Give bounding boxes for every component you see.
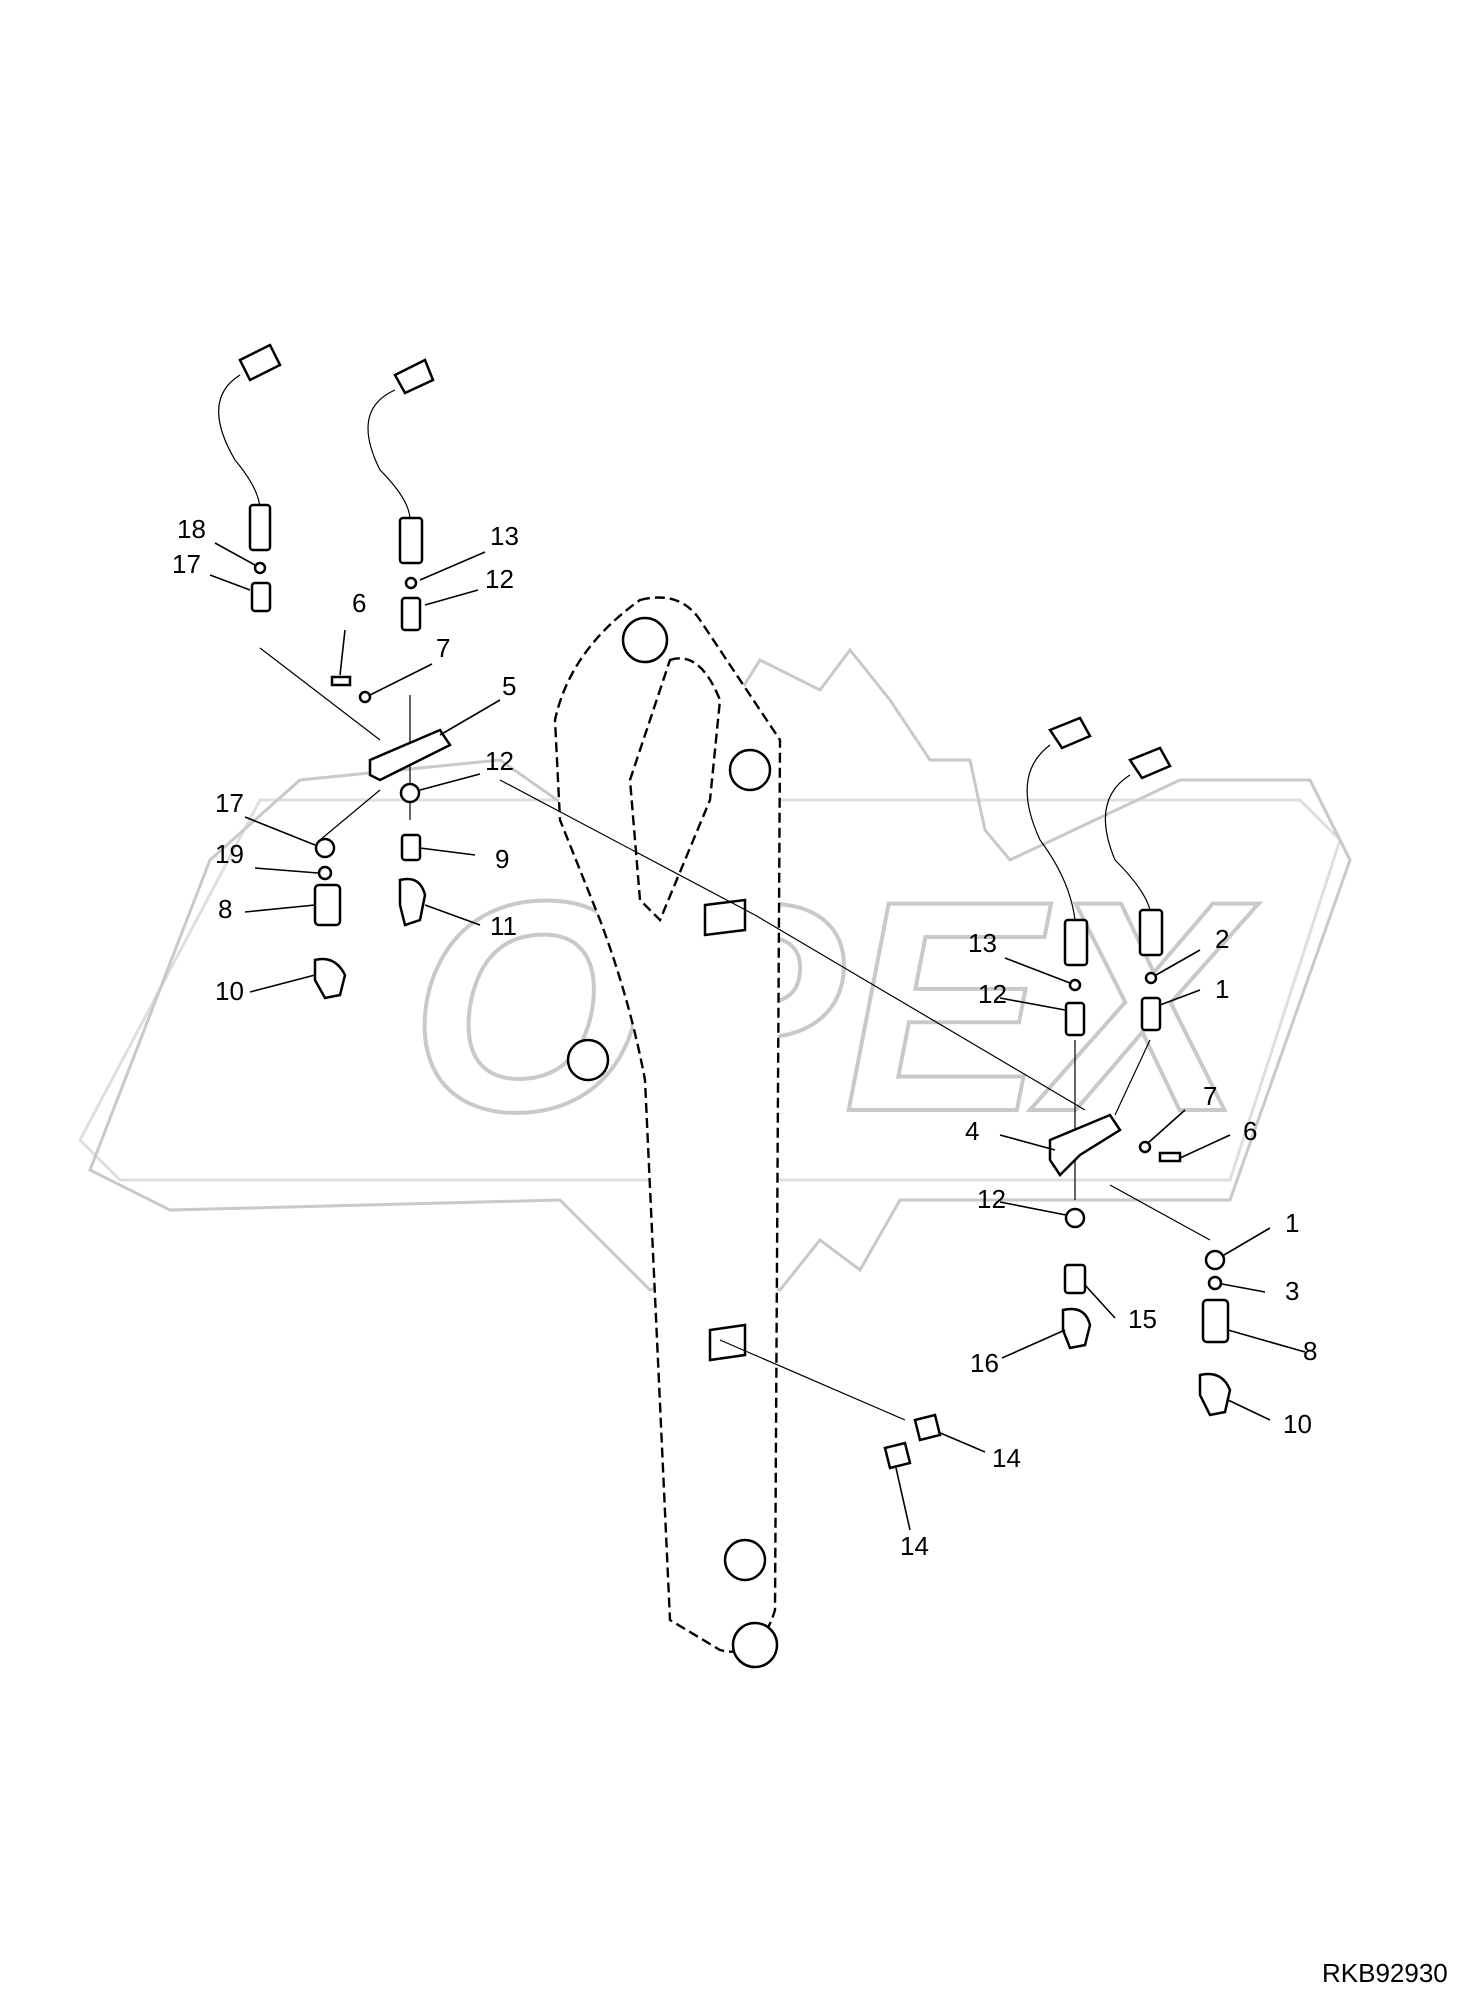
bolt-6-right bbox=[1158, 1151, 1182, 1163]
callout-7: 7 bbox=[1203, 1081, 1217, 1111]
adapter-1-upper bbox=[1140, 996, 1162, 1032]
boom-pin-middle bbox=[566, 1038, 610, 1082]
o-ring-2 bbox=[1144, 971, 1158, 985]
callout-5: 5 bbox=[502, 671, 516, 701]
nut-12-right bbox=[1064, 1207, 1086, 1229]
right-sensor-group bbox=[883, 716, 1232, 1470]
boom-pin-lower bbox=[723, 1538, 767, 1582]
callout-12: 12 bbox=[485, 746, 514, 776]
boom-pin-upper bbox=[728, 748, 772, 792]
bracket-4 bbox=[1048, 1113, 1122, 1177]
sensor-plug-left-1 bbox=[238, 343, 282, 382]
callout-1: 1 bbox=[1215, 974, 1229, 1004]
plug-14-lower bbox=[883, 1441, 912, 1470]
callout-12: 12 bbox=[978, 979, 1007, 1009]
callout-15: 15 bbox=[1128, 1304, 1157, 1334]
left-sensor-group bbox=[218, 343, 452, 1000]
pressure-sensor-2 bbox=[1138, 908, 1164, 957]
adapter-9 bbox=[400, 833, 422, 862]
callout-6: 6 bbox=[1243, 1116, 1257, 1146]
coupler-8-right bbox=[1201, 1298, 1230, 1344]
cap-10-left bbox=[313, 957, 347, 1000]
drawing-code: RKB92930 bbox=[1322, 1958, 1448, 1988]
callout-14: 14 bbox=[992, 1443, 1021, 1473]
callout-8: 8 bbox=[218, 894, 232, 924]
sensor-cable-right-1 bbox=[1026, 744, 1076, 921]
adapter-17-upper bbox=[250, 581, 272, 613]
callout-13: 13 bbox=[490, 521, 519, 551]
watermark-logo: OPEX bbox=[78, 647, 1352, 1292]
callout-1: 1 bbox=[1285, 1208, 1299, 1238]
boom-arm bbox=[553, 596, 782, 1669]
sensor-plug-left-2 bbox=[393, 358, 435, 395]
boom-bracket-lower bbox=[708, 1323, 747, 1362]
boom-bracket-upper bbox=[703, 898, 747, 937]
callout-13: 13 bbox=[968, 928, 997, 958]
callout-7: 7 bbox=[436, 633, 450, 663]
coupler-8-left bbox=[313, 883, 342, 927]
cap-16 bbox=[1061, 1307, 1092, 1350]
adapter-15 bbox=[1063, 1263, 1087, 1295]
callout-6: 6 bbox=[352, 588, 366, 618]
bracket-5 bbox=[368, 728, 452, 782]
callout-12: 12 bbox=[485, 564, 514, 594]
callout-9: 9 bbox=[495, 844, 509, 874]
nut-1-lower bbox=[1204, 1249, 1226, 1271]
adapter-12-right bbox=[1064, 1001, 1086, 1037]
leader-lines bbox=[209, 542, 1306, 1531]
sensor-plug-right-1 bbox=[1048, 716, 1092, 750]
boom-pin-top bbox=[621, 616, 669, 664]
cap-11 bbox=[398, 877, 427, 927]
pressure-sensor-13 bbox=[398, 516, 424, 565]
washer-7-right bbox=[1138, 1140, 1152, 1154]
adapter-12-upper bbox=[400, 596, 422, 632]
callout-10: 10 bbox=[215, 976, 244, 1006]
callout-19: 19 bbox=[215, 839, 244, 869]
callout-4: 4 bbox=[965, 1116, 979, 1146]
callout-labels: 18 17 13 12 6 7 5 12 17 9 19 8 11 10 13 … bbox=[172, 514, 1317, 1561]
callout-10: 10 bbox=[1283, 1409, 1312, 1439]
watermark-text: OPEX bbox=[410, 838, 1259, 1174]
pressure-sensor-18 bbox=[248, 503, 272, 552]
boom-pin-bottom bbox=[731, 1621, 779, 1669]
callout-8: 8 bbox=[1303, 1336, 1317, 1366]
washer-7-left bbox=[358, 690, 372, 704]
connection-lines bbox=[259, 647, 1211, 1421]
o-ring-13-right bbox=[1068, 978, 1082, 992]
callout-17: 17 bbox=[215, 788, 244, 818]
pressure-sensor-13-right bbox=[1063, 918, 1089, 967]
sensor-cable-left-2 bbox=[367, 389, 411, 521]
sensor-plug-right-2 bbox=[1128, 746, 1172, 780]
callout-18: 18 bbox=[177, 514, 206, 544]
callout-2: 2 bbox=[1215, 924, 1229, 954]
callout-3: 3 bbox=[1285, 1276, 1299, 1306]
o-ring-18 bbox=[253, 561, 267, 575]
o-ring-19 bbox=[317, 865, 333, 881]
sensor-cable-left-1 bbox=[218, 374, 261, 511]
plug-14-upper bbox=[913, 1413, 942, 1442]
sensor-cable-right-2 bbox=[1104, 774, 1151, 911]
callout-17: 17 bbox=[172, 549, 201, 579]
callout-12: 12 bbox=[977, 1184, 1006, 1214]
o-ring-13 bbox=[404, 576, 418, 590]
nut-12-left bbox=[399, 782, 421, 804]
callout-14: 14 bbox=[900, 1531, 929, 1561]
nut-17-left bbox=[314, 837, 336, 859]
cap-10-right bbox=[1198, 1372, 1232, 1417]
callout-16: 16 bbox=[970, 1348, 999, 1378]
bolt-6-left bbox=[330, 675, 352, 687]
callout-11: 11 bbox=[490, 911, 517, 941]
o-ring-3 bbox=[1207, 1275, 1223, 1291]
